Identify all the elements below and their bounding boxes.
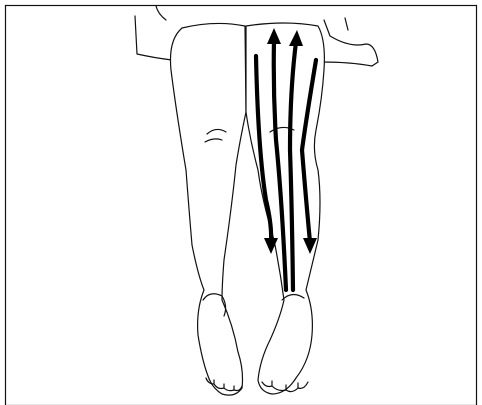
- left-leg: [170, 23, 246, 395]
